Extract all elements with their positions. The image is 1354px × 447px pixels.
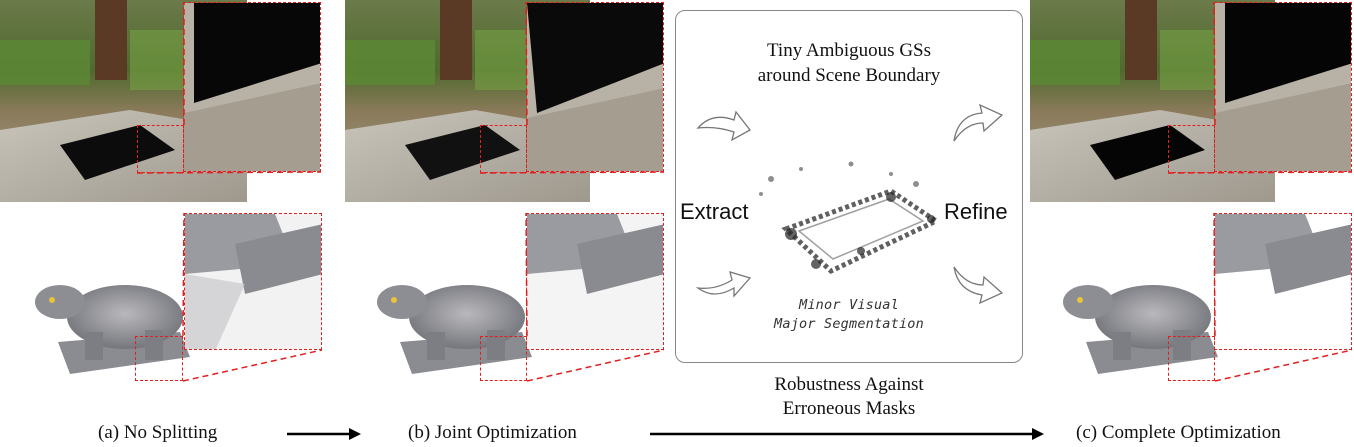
caption-c: (c) Complete Optimization: [1076, 422, 1281, 443]
curved-arrow-top-left-icon: [696, 110, 751, 142]
zoom-region-c2: [1168, 336, 1215, 381]
arrow-b-to-c-icon: [650, 428, 1044, 440]
curved-arrow-bottom-left-icon: [695, 271, 752, 298]
zoom-inset-a2: [184, 213, 322, 350]
zoom-region-b2: [480, 336, 527, 381]
note-line1: Minor Visual: [799, 297, 899, 313]
zoom-inset-c1: [1214, 2, 1352, 172]
zoom-region-b1: [480, 125, 527, 173]
arrow-a-to-b-icon: [287, 428, 361, 440]
curved-arrow-bottom-right-icon: [953, 266, 1004, 305]
extract-label: Extract: [680, 199, 749, 224]
zoom-region-a1: [137, 125, 184, 173]
note-line2: Major Segmentation: [774, 316, 924, 332]
bear-statue-b: [372, 262, 532, 387]
zoom-inset-a1: [183, 2, 321, 172]
panel-title-line2: around Scene Boundary: [757, 65, 941, 86]
extract-refine-panel: Tiny Ambiguous GSs around Scene Boundary…: [675, 10, 1023, 363]
bear-statue-c: [1058, 262, 1218, 387]
robustness-line2: Erroneous Masks: [782, 398, 916, 419]
curved-arrow-top-right-icon: [953, 103, 1004, 142]
zoom-inset-b2: [526, 213, 664, 350]
refine-label: Refine: [944, 199, 1008, 224]
zoom-inset-c2: [1214, 213, 1352, 350]
zoom-region-c1: [1168, 125, 1215, 173]
caption-b: (b) Joint Optimization: [408, 422, 577, 443]
zoom-region-a2: [135, 336, 183, 381]
panel-title-line1: Tiny Ambiguous GSs: [766, 40, 932, 61]
robustness-line1: Robustness Against: [774, 374, 924, 395]
caption-a: (a) No Splitting: [98, 422, 218, 443]
zoom-inset-b1: [526, 2, 664, 172]
boundary-gaussians-visualization: [759, 161, 941, 274]
bear-statue-a: [30, 262, 190, 387]
